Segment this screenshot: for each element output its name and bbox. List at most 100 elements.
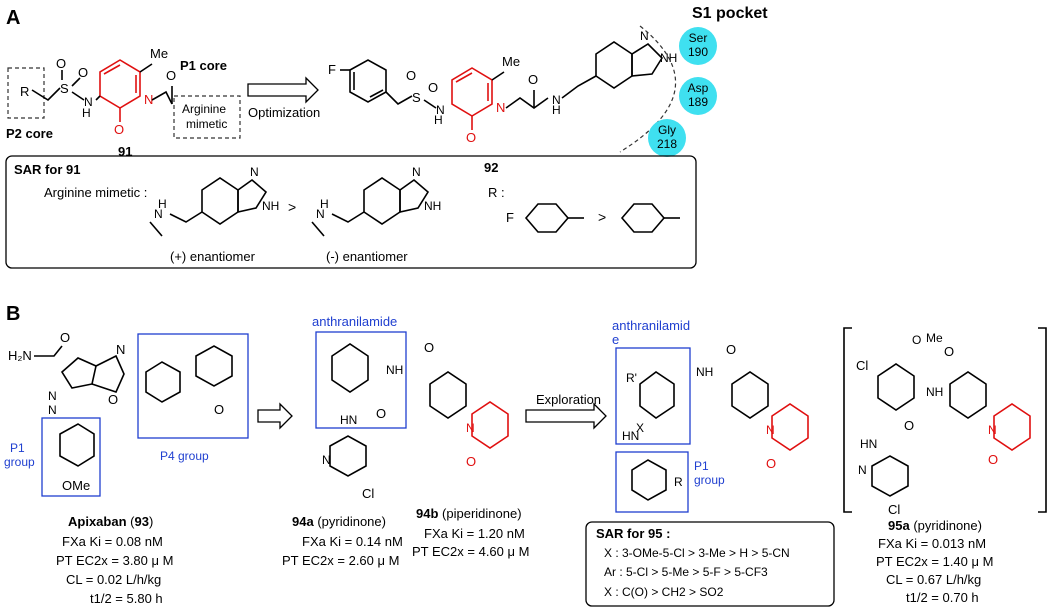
svg-text:94b (piperidinone): 94b (piperidinone) xyxy=(416,506,522,521)
svg-text:H: H xyxy=(158,197,167,211)
svg-text:O: O xyxy=(428,80,438,95)
cl-bottom-95a: Cl xyxy=(888,502,900,517)
plus-enantiomer-label: (+) enantiomer xyxy=(170,249,256,264)
svg-text:Asp: Asp xyxy=(688,81,709,95)
apixaban-t12: t1/2 = 5.80 h xyxy=(90,591,163,606)
svg-text:190: 190 xyxy=(688,45,708,59)
svg-text:N: N xyxy=(640,29,649,43)
sar-gt-1: > xyxy=(288,199,296,215)
me-label-95a: Me xyxy=(926,331,943,345)
svg-text:NH: NH xyxy=(262,199,279,213)
cl-top-95a: Cl xyxy=(856,358,868,373)
svg-text:O: O xyxy=(56,56,66,71)
p1-group-line1: P1 xyxy=(10,441,25,455)
anthranilamide-box-95 xyxy=(615,347,691,445)
p4-group-label: P4 group xyxy=(160,449,209,463)
svg-text:H: H xyxy=(320,197,329,211)
svg-text:Gly: Gly xyxy=(658,123,676,137)
compound-94-structure: anthranilamide NH HN O N Cl O N O 94a (p… xyxy=(282,314,529,568)
compound-91-id: 91 xyxy=(118,144,132,159)
sar-95-line-3: X : C(O) > CH2 > SO2 xyxy=(604,585,724,599)
plus-enantiomer-structure: N H N NH (+) enantiomer xyxy=(149,165,279,264)
c94b-name: 94b xyxy=(416,506,438,521)
o-label-95a: O xyxy=(912,333,921,347)
arginine-mimetic-sar-label: Arginine mimetic : xyxy=(44,185,147,200)
svg-text:O: O xyxy=(406,68,416,83)
r-group-label: R xyxy=(20,84,29,99)
minus-enantiomer-label: (-) enantiomer xyxy=(326,249,408,264)
svg-text:218: 218 xyxy=(657,137,677,151)
c94b-ki: FXa Ki = 1.20 nM xyxy=(424,526,525,541)
fluoro-sar-label: F xyxy=(506,210,514,225)
svg-text:NH: NH xyxy=(926,385,943,399)
compound-95-structure: anthranilamid e R' X HN NH R P1 group O … xyxy=(612,318,809,513)
anthranilamide-box-94 xyxy=(315,331,407,429)
svg-text:O: O xyxy=(726,342,736,357)
sar-95-title: SAR for 95 : xyxy=(596,526,670,541)
apixaban-cl: CL = 0.02 L/h/kg xyxy=(66,572,161,587)
apixaban-number: 93 xyxy=(134,514,148,529)
svg-text:O: O xyxy=(114,122,124,137)
svg-text:N: N xyxy=(116,342,125,357)
svg-text:O: O xyxy=(108,392,118,407)
sar-95-box: SAR for 95 : X : 3-OMe-5-Cl > 3-Me > H >… xyxy=(585,521,835,607)
svg-text:95a (pyridinone): 95a (pyridinone) xyxy=(888,518,982,533)
svg-text:H: H xyxy=(434,113,443,127)
methyl-label-92: Me xyxy=(502,54,520,69)
c95a-cl: CL = 0.67 L/h/kg xyxy=(886,572,981,587)
compound-91-structure: R S O O N H O Me N O Arginine mimetic P1… xyxy=(6,46,241,159)
apixaban-name: Apixaban xyxy=(68,514,127,529)
apixaban-pt: PT EC2x = 3.80 μ M xyxy=(56,553,173,568)
svg-text:Ser: Ser xyxy=(689,31,708,45)
svg-text:N: N xyxy=(466,421,475,435)
cl-label-94: Cl xyxy=(362,486,374,501)
c95a-desc: (pyridinone) xyxy=(913,518,982,533)
svg-text:H: H xyxy=(552,103,561,117)
svg-text:N: N xyxy=(48,389,57,403)
ome-label: OMe xyxy=(62,478,90,493)
residue-ser190: Ser 190 xyxy=(679,27,717,65)
compound-92-id: 92 xyxy=(484,160,498,175)
methyl-label-91: Me xyxy=(150,46,168,61)
svg-text:N: N xyxy=(858,463,867,477)
sar-95-line-2: Ar : 5-Cl > 5-Me > 5-F > 5-CF3 xyxy=(604,565,768,579)
svg-text:O: O xyxy=(904,418,914,433)
svg-text:O: O xyxy=(988,452,998,467)
anthranilamide-label-95-line2: e xyxy=(612,332,619,347)
arginine-mimetic-dashed-box xyxy=(173,95,241,139)
apixaban-ki: FXa Ki = 0.08 nM xyxy=(62,534,163,549)
svg-text:O: O xyxy=(528,72,538,87)
anthranilamide-label-95-line1: anthranilamid xyxy=(612,318,690,333)
svg-text:N: N xyxy=(48,403,57,417)
svg-text:N: N xyxy=(250,165,259,179)
p1-core-label: P1 core xyxy=(180,58,227,73)
c94a-name: 94a xyxy=(292,514,314,529)
svg-text:O: O xyxy=(466,130,476,145)
panel-a-label: A xyxy=(6,7,20,29)
svg-text:N: N xyxy=(144,92,153,107)
c95a-t12: t1/2 = 0.70 h xyxy=(906,590,979,605)
fluoro-label-92: F xyxy=(328,62,336,77)
svg-text:O: O xyxy=(214,402,224,417)
compound-92-structure: F S O O N H O Me N O N H N NH 92 xyxy=(328,29,677,175)
c95a-ki: FXa Ki = 0.013 nM xyxy=(878,536,986,551)
svg-text:N: N xyxy=(154,207,163,221)
svg-text:NH: NH xyxy=(424,199,441,213)
sar-91-title: SAR for 91 xyxy=(14,162,80,177)
optimization-arrow: Optimization xyxy=(247,76,320,120)
apixaban-structure: H₂N O O N N N OMe P1 group O P4 group Ap… xyxy=(4,330,249,606)
exploration-arrow: Exploration xyxy=(525,392,607,430)
residue-asp189: Asp 189 xyxy=(679,77,717,115)
optimization-label: Optimization xyxy=(248,105,320,120)
amide-label: H₂N xyxy=(8,348,32,363)
svg-text:N: N xyxy=(316,207,325,221)
svg-text:N: N xyxy=(496,100,505,115)
c94b-pt: PT EC2x = 4.60 μ M xyxy=(412,544,529,559)
svg-text:NH: NH xyxy=(696,365,713,379)
svg-text:NH: NH xyxy=(386,363,403,377)
x-label-95: X xyxy=(636,421,644,435)
svg-text:N: N xyxy=(766,423,775,437)
compound-95a-structure: O Me Cl NH HN O N Cl O N O 95a (pyridino… xyxy=(843,327,1047,605)
svg-text:O: O xyxy=(466,454,476,469)
